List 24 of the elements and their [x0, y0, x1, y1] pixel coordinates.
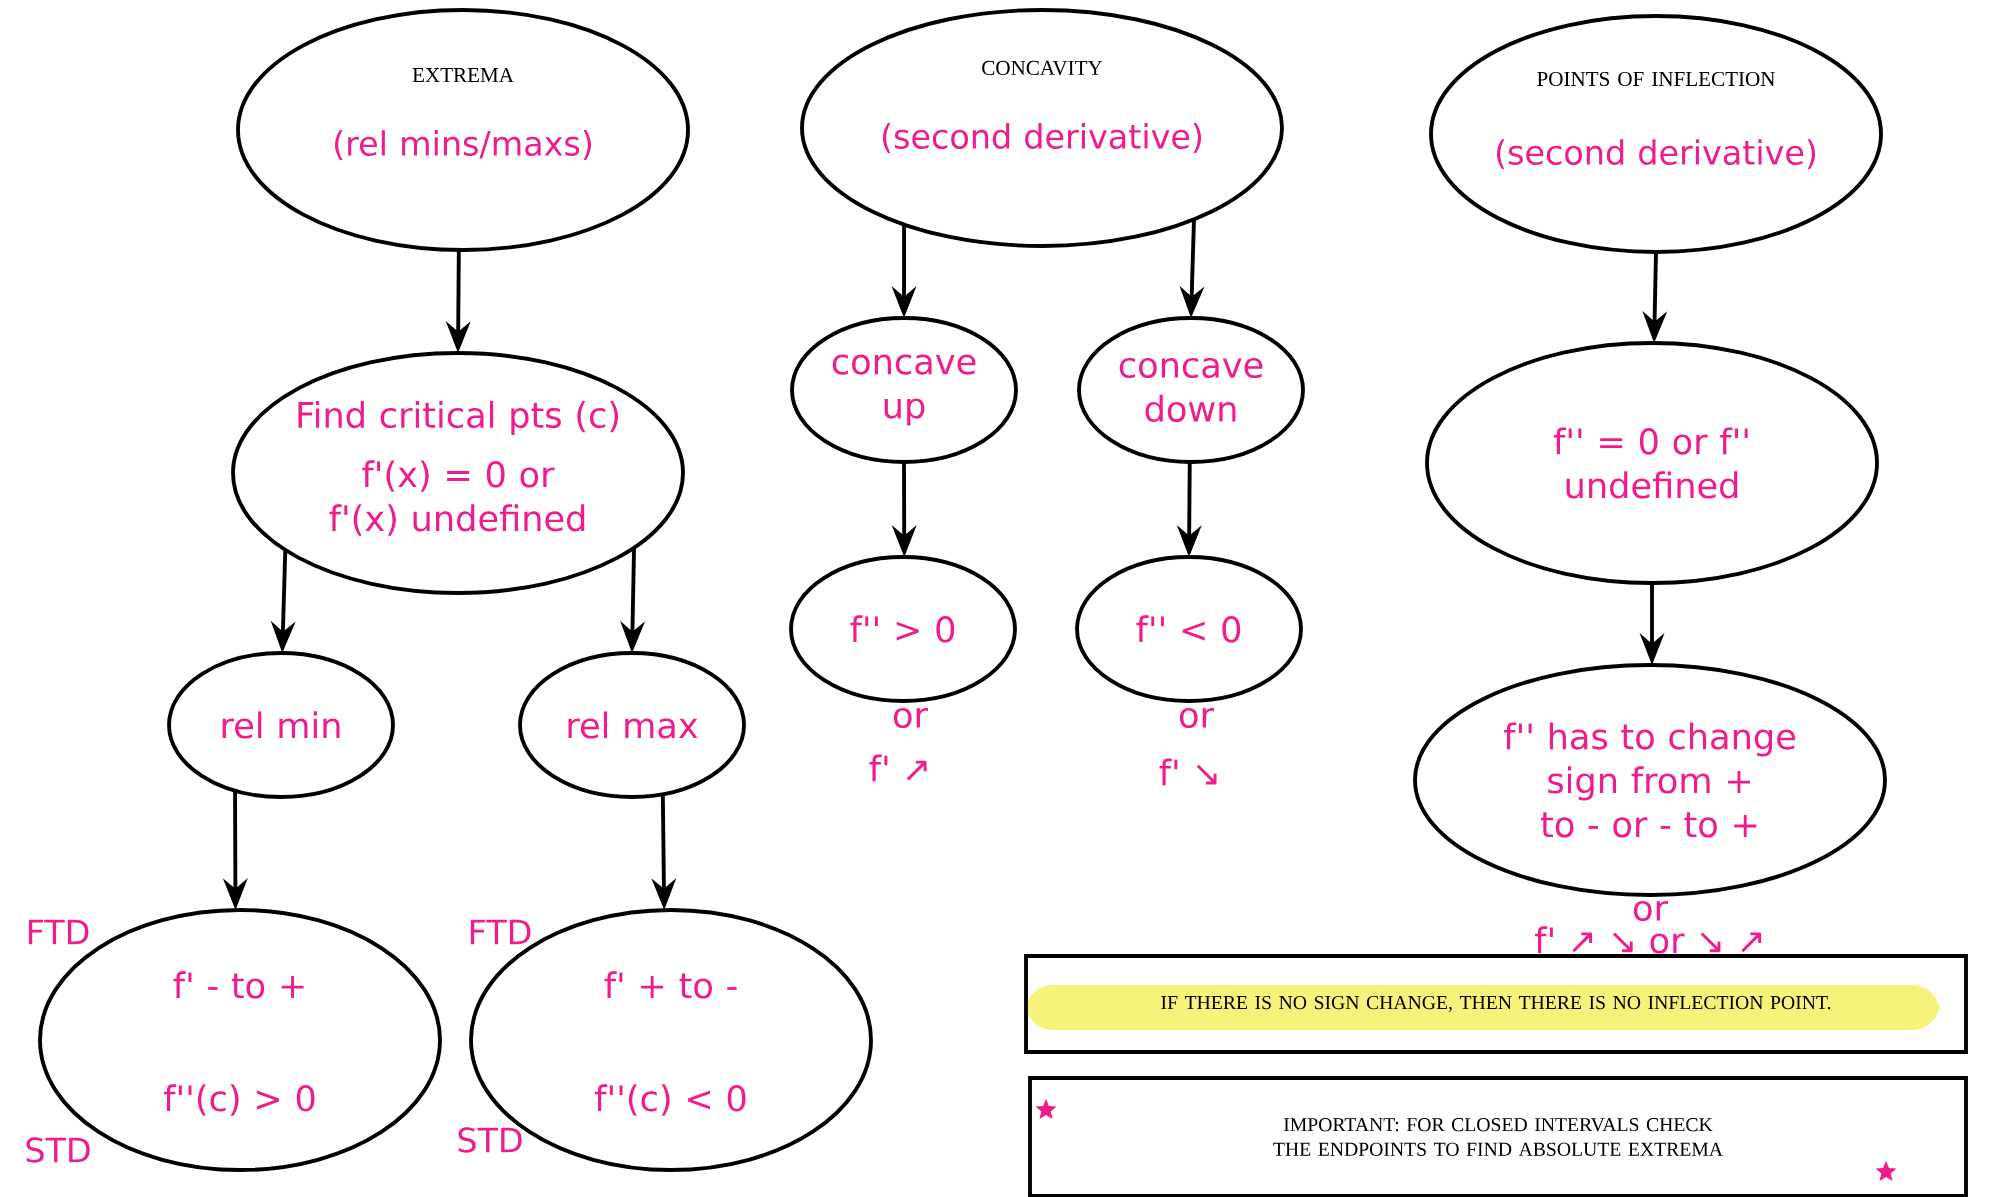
ellipse-node: POINTS OF INFLECTION (second derivative)	[1429, 14, 1883, 254]
ellipse-node: f'' has to change sign from + to - or - to +	[1413, 663, 1887, 897]
ellipse-node: CONCAVITY (second derivative)	[800, 8, 1284, 248]
annotation: FTD	[28, 919, 89, 945]
annotation: or	[1179, 707, 1214, 729]
annotation: FTD	[470, 919, 531, 945]
annotation: or	[893, 707, 928, 729]
annotation: f' ↗	[869, 754, 927, 782]
ellipse-node: concave up	[790, 316, 1018, 464]
text-box: IMPORTANT: FOR CLOSED INTERVALS CHECK THE ENDPOINTS TO FIND ABSOLUTE EXTREMA	[1028, 1076, 1968, 1197]
ellipse-node: concave down	[1077, 316, 1305, 464]
ellipse-node: f'' = 0 or f'' undefined	[1425, 341, 1879, 585]
ellipse-node: EXTREMA (rel mins/maxs)	[236, 8, 690, 252]
ellipse-node: Find critical pts (c) f'(x) = 0 or f'(x) undefined	[231, 351, 685, 595]
ellipse-node: f'' < 0	[1075, 555, 1303, 703]
text-box: IF THERE IS NO SIGN CHANGE, THEN THERE IS NO INFLECTION POINT.	[1024, 954, 1968, 1054]
ellipse-node: rel max	[518, 651, 746, 799]
ellipse-node: f'' > 0	[789, 555, 1017, 703]
annotation: or	[1633, 900, 1668, 922]
annotation: STD	[458, 1127, 522, 1153]
ellipse-node: rel min	[167, 651, 395, 799]
annotation: STD	[26, 1137, 90, 1163]
annotation: f' ↗ ↘ or ↘ ↗	[1535, 926, 1762, 954]
annotation: f' ↘	[1159, 758, 1217, 786]
